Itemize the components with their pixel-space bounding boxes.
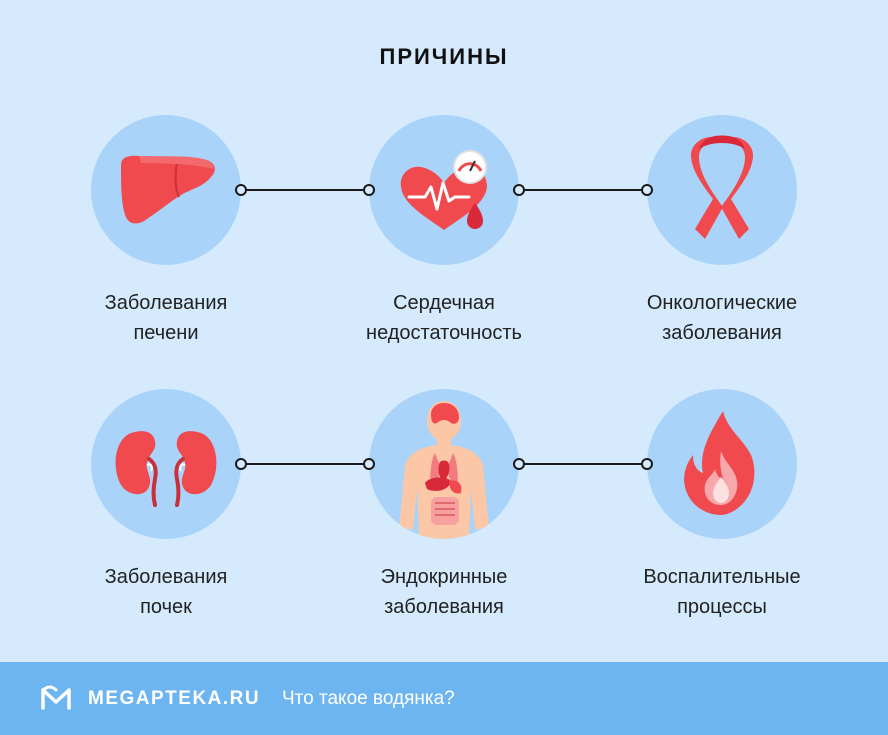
organs-circle — [369, 389, 519, 539]
cause-label-heart: Сердечная недостаточность — [324, 288, 564, 348]
liver-icon — [121, 155, 215, 224]
connector-2 — [513, 184, 653, 196]
cause-label-line: Эндокринные — [380, 566, 508, 588]
connector-3 — [235, 458, 375, 470]
connector-4 — [513, 458, 653, 470]
cause-label-line: почек — [140, 596, 192, 618]
cancer-ribbon-icon — [691, 135, 753, 239]
cause-label-line: процессы — [677, 596, 767, 618]
cause-label-line: заболевания — [662, 322, 782, 344]
flame-circle — [647, 389, 797, 539]
heart-pressure-icon — [400, 150, 487, 230]
ribbon-circle — [647, 115, 797, 265]
cause-label-line: Сердечная — [393, 292, 495, 314]
kidneys-circle — [91, 389, 241, 539]
heart-circle — [369, 115, 519, 265]
connector-1 — [235, 184, 375, 196]
footer-bar: MEGAPTEKA.RU Что такое водянка? — [0, 662, 888, 735]
liver-circle — [91, 115, 241, 265]
cause-label-line: Воспалительные — [643, 566, 801, 588]
cause-label-liver: Заболевания печени — [46, 288, 286, 348]
megapteka-logo-icon[interactable] — [40, 684, 72, 712]
cause-label-oncology: Онкологические заболевания — [602, 288, 842, 348]
cause-label-line: недостаточность — [366, 322, 522, 344]
brand-name[interactable]: MEGAPTEKA.RU — [88, 688, 261, 709]
human-organs-icon — [399, 401, 489, 539]
page-title: причины — [379, 44, 509, 69]
flame-icon — [684, 411, 755, 515]
article-title: Что такое водянка? — [282, 688, 455, 709]
cause-label-line: печени — [133, 322, 199, 344]
cause-label-line: заболевания — [384, 596, 504, 618]
cause-label-line: Онкологические — [646, 292, 798, 314]
cause-label-endocrine: Эндокринные заболевания — [324, 562, 564, 622]
cause-label-inflammation: Воспалительные процессы — [602, 562, 842, 622]
cause-label-line: Заболевания — [104, 292, 228, 314]
kidneys-icon — [115, 431, 217, 507]
cause-label-kidneys: Заболевания почек — [46, 562, 286, 622]
cause-label-line: Заболевания — [104, 566, 228, 588]
